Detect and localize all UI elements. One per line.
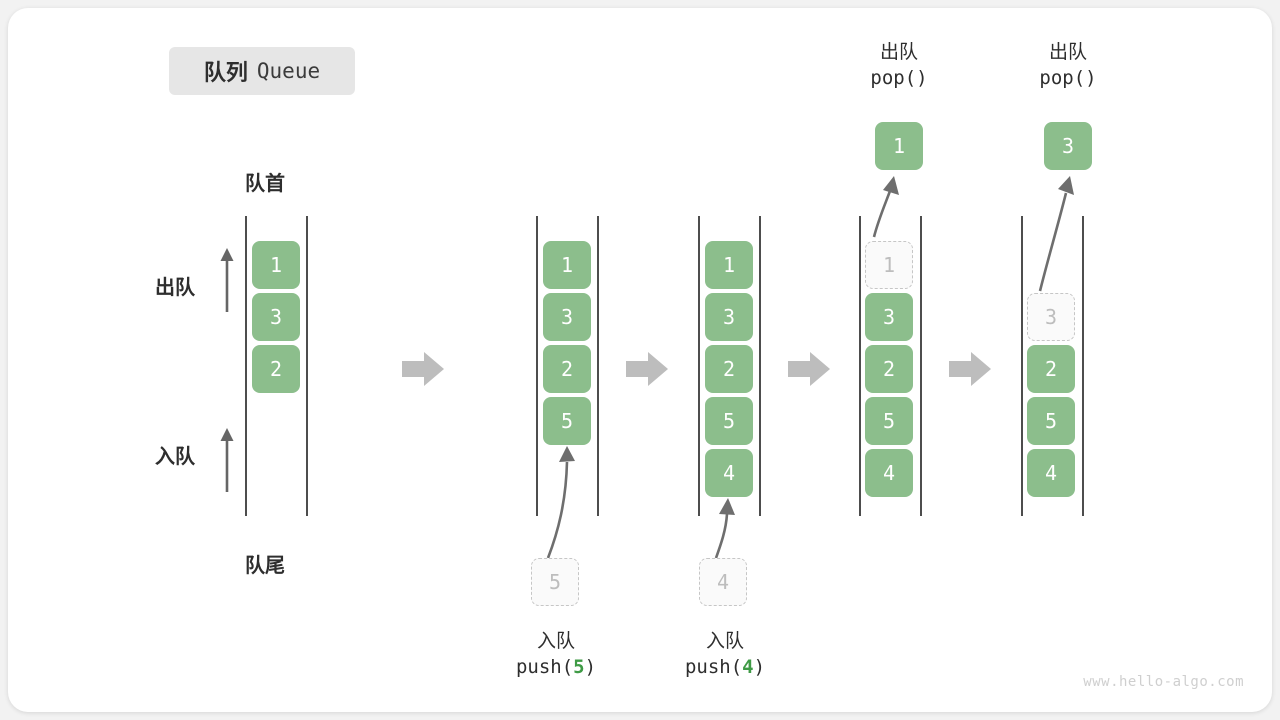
title-cn: 队列 [203, 61, 248, 86]
queue-cell: 1 [252, 241, 300, 289]
push-arrow-stage-push-4 [714, 498, 735, 559]
rail-left-stage-push-4 [698, 216, 700, 516]
ghost-cell-pop-3: 3 [1027, 293, 1075, 341]
op-label-cn: 出队 [879, 41, 918, 63]
front-label: 队首 [245, 171, 285, 195]
rail-left-stage-push-5 [536, 216, 538, 516]
watermark: www.hello-algo.com [1083, 674, 1244, 690]
step-arrow-icon [402, 352, 444, 386]
op-label-pop-3: 出队 pop() [982, 40, 1154, 91]
op-label-code: pop() [982, 66, 1154, 92]
op-label-cn: 入队 [705, 630, 744, 652]
op-code-suffix: ) [753, 655, 766, 678]
op-code-number: 5 [573, 655, 585, 678]
op-code-number: 4 [742, 655, 754, 678]
op-code-suffix: ) [916, 66, 928, 89]
rail-right-stage-pop-1 [920, 216, 922, 516]
queue-cell: 4 [705, 449, 753, 497]
step-arrow-icon [788, 352, 830, 386]
queue-cell: 4 [865, 449, 913, 497]
rail-left-stage-pop-3 [1021, 216, 1023, 516]
op-label-push-4: 入队 push(4) [613, 629, 837, 680]
enqueue-direction-arrow [220, 428, 234, 492]
step-arrow-icon [949, 352, 991, 386]
popped-cell-pop-1: 1 [875, 122, 923, 170]
rail-right-stage-pop-3 [1082, 216, 1084, 516]
op-label-code: push(4) [613, 655, 837, 681]
op-code-suffix: ) [1085, 66, 1097, 89]
rail-left-stage-pop-1 [859, 216, 861, 516]
dequeue-direction-arrow [220, 248, 234, 312]
queue-cell: 3 [705, 293, 753, 341]
enqueue-label: 入队 [155, 444, 195, 468]
op-label-push-5: 入队 push(5) [444, 629, 668, 680]
queue-cell: 5 [865, 397, 913, 445]
op-label-code: push(5) [444, 655, 668, 681]
queue-cell: 2 [543, 345, 591, 393]
rail-right-stage-initial [306, 216, 308, 516]
diagram-title-badge: 队列 Queue [169, 47, 355, 95]
queue-cell: 4 [1027, 449, 1075, 497]
title-en: Queue [256, 59, 321, 83]
op-code-prefix: push( [684, 655, 743, 678]
queue-cell: 5 [543, 397, 591, 445]
queue-cell: 5 [1027, 397, 1075, 445]
op-label-pop-1: 出队 pop() [813, 40, 985, 91]
op-code-suffix: ) [584, 655, 597, 678]
op-code-prefix: push( [515, 655, 574, 678]
queue-cell: 3 [543, 293, 591, 341]
queue-cell: 3 [252, 293, 300, 341]
rail-left-stage-initial [245, 216, 247, 516]
op-label-cn: 入队 [536, 630, 575, 652]
dequeue-label: 出队 [155, 275, 195, 299]
queue-cell: 2 [1027, 345, 1075, 393]
step-arrow-icon [626, 352, 668, 386]
rear-label: 队尾 [245, 553, 285, 577]
ghost-cell-push-4: 4 [699, 558, 747, 606]
queue-cell: 3 [865, 293, 913, 341]
ghost-cell-push-5: 5 [531, 558, 579, 606]
queue-cell: 1 [543, 241, 591, 289]
push-arrow-stage-push-5 [546, 446, 575, 559]
rail-right-stage-push-4 [759, 216, 761, 516]
op-label-cn: 出队 [1048, 41, 1087, 63]
op-code-prefix: pop( [1039, 66, 1086, 89]
op-code-prefix: pop( [870, 66, 917, 89]
ghost-cell-pop-1: 1 [865, 241, 913, 289]
popped-cell-pop-3: 3 [1044, 122, 1092, 170]
rail-right-stage-push-5 [597, 216, 599, 516]
queue-cell: 5 [705, 397, 753, 445]
op-label-code: pop() [813, 66, 985, 92]
queue-cell: 1 [705, 241, 753, 289]
queue-cell: 2 [252, 345, 300, 393]
diagram-card: 队列 Queue 队首 队尾 出队 入队 1 3 2 1 3 2 5 5 入队 … [8, 8, 1272, 712]
pop-arrow-stage-pop-1 [872, 176, 899, 238]
queue-cell: 2 [705, 345, 753, 393]
pop-arrow-stage-pop-3 [1038, 176, 1074, 292]
queue-cell: 2 [865, 345, 913, 393]
